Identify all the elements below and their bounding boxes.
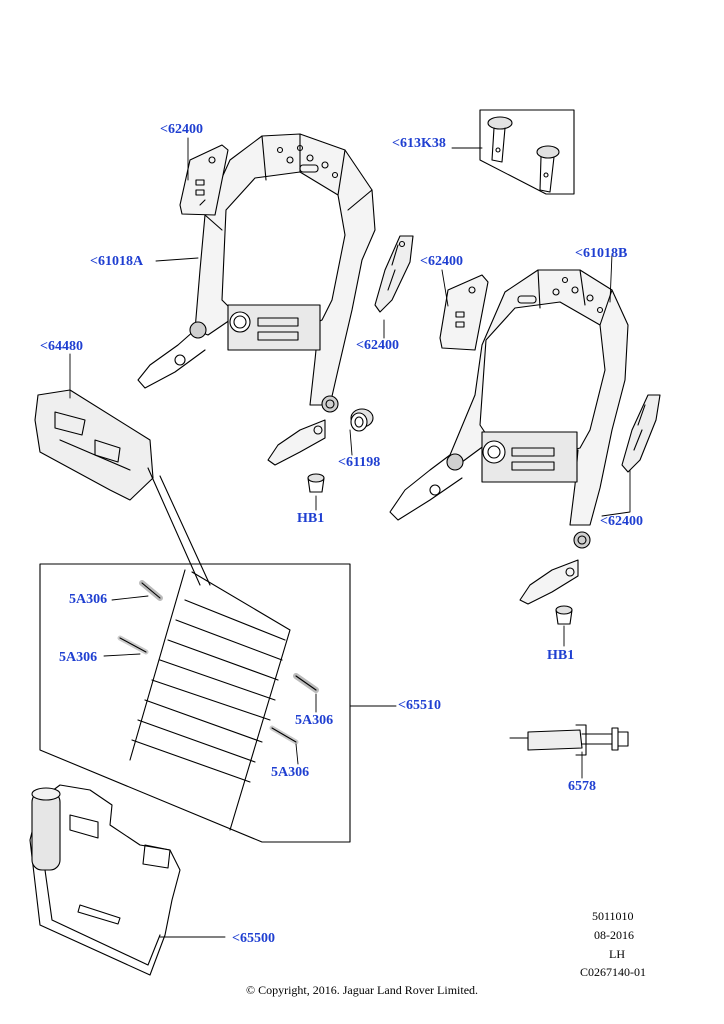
label-5a306-c: 5A306 [295, 713, 334, 728]
leader-64480-right [159, 475, 211, 586]
label-65510: <65510 [398, 698, 441, 713]
leader-64480-left [147, 467, 201, 586]
label-64480: <64480 [40, 339, 83, 354]
seat-frame-left [137, 133, 376, 466]
label-62400-d: <62400 [600, 514, 643, 529]
label-613k38: <613K38 [392, 136, 446, 151]
spring-5a306-d [269, 725, 299, 745]
label-5a306-d: 5A306 [271, 765, 310, 780]
pouch-65500 [29, 784, 181, 976]
bolt-hb1-right [555, 605, 573, 625]
label-5a306-b: 5A306 [59, 650, 98, 665]
spring-5a306-a [139, 580, 163, 601]
spring-5a306-c [293, 673, 319, 693]
trim-62400-a [179, 144, 229, 216]
syringe-6578 [509, 724, 629, 756]
label-5a306-a: 5A306 [69, 592, 108, 607]
label-62400-b: <62400 [420, 254, 463, 269]
label-hb1-a: HB1 [297, 511, 325, 526]
info-date: 08-2016 [594, 928, 634, 942]
info-ref: C0267140-01 [580, 965, 646, 979]
leader-lines [69, 137, 631, 938]
label-61018a: <61018A [90, 254, 144, 269]
label-hb1-b: HB1 [547, 648, 575, 663]
trim-62400-b [374, 235, 414, 313]
seat-frame-right [389, 269, 629, 605]
box-613k38 [479, 109, 575, 195]
bolt-hb1-left [307, 473, 325, 493]
label-65500: <65500 [232, 931, 275, 946]
info-side: LH [609, 947, 625, 961]
label-62400-a: <62400 [160, 122, 203, 137]
label-62400-c: <62400 [356, 338, 399, 353]
label-61018b: <61018B [575, 246, 628, 261]
knob-61198 [350, 408, 374, 432]
label-61198: <61198 [338, 455, 381, 470]
box-65510 [39, 563, 351, 843]
spring-5a306-b [117, 635, 149, 655]
copyright-notice: © Copyright, 2016. Jaguar Land Rover Lim… [245, 983, 479, 997]
trim-62400-d [621, 394, 661, 473]
label-6578: 6578 [568, 779, 596, 794]
trim-62400-c [439, 274, 489, 351]
info-code: 5011010 [592, 909, 634, 923]
panel-64480 [34, 389, 154, 501]
